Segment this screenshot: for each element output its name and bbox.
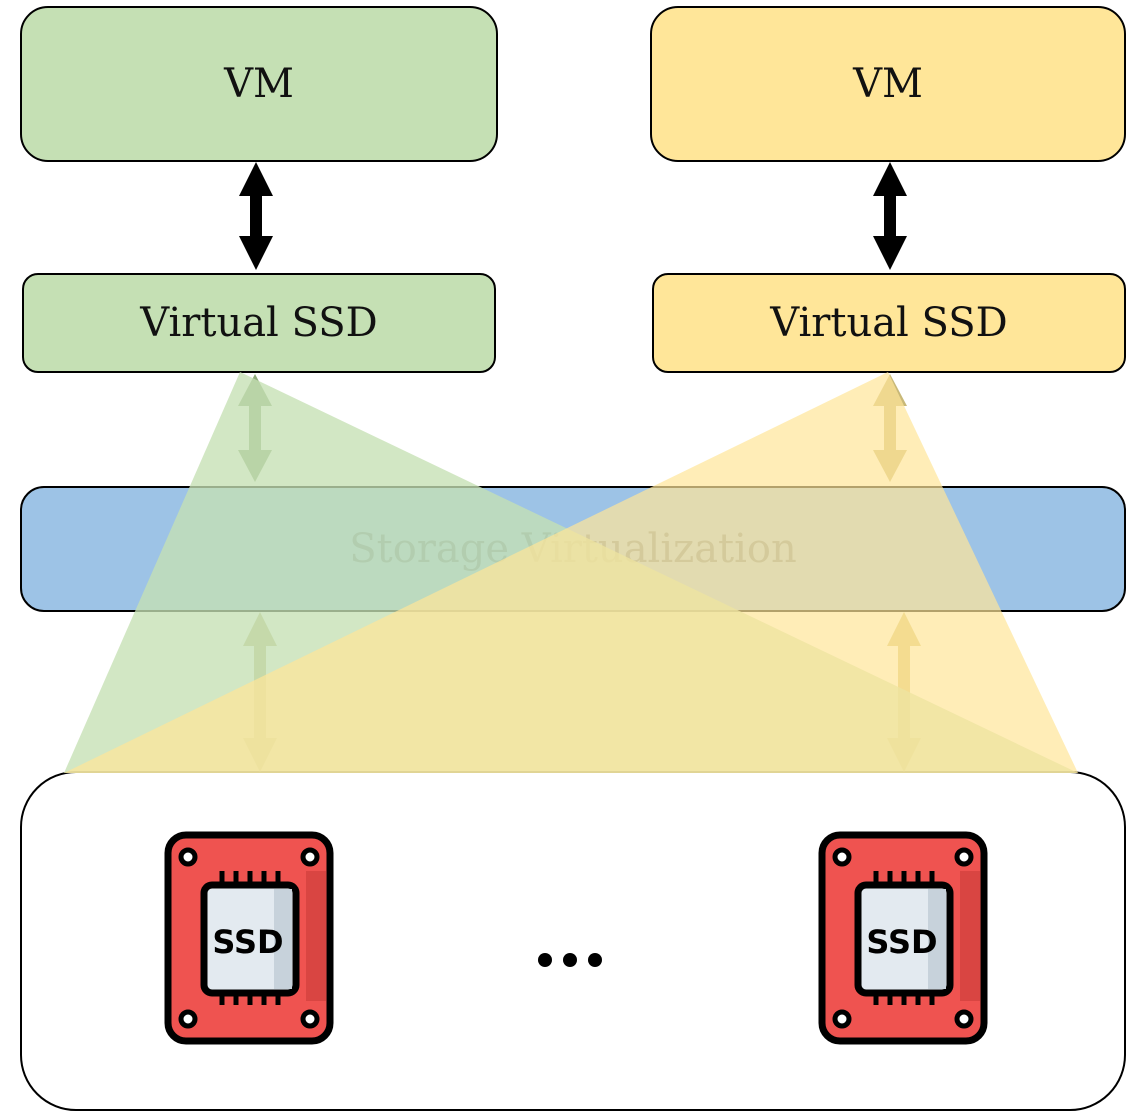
virtual-ssd-box-right: Virtual SSD (652, 273, 1126, 373)
double-arrow-icon-left-low (243, 612, 277, 772)
double-arrow-icon-right-low (887, 612, 921, 772)
vm-box-right: VM (650, 6, 1126, 162)
virtual-ssd-label-right: Virtual SSD (770, 300, 1008, 346)
double-arrow-icon-left-mid (238, 374, 272, 482)
double-arrow-icon-right-top (873, 162, 907, 270)
ssd-icon-left: SSD (164, 831, 334, 1045)
virtual-ssd-label-left: Virtual SSD (140, 300, 378, 346)
ellipsis-icon (538, 953, 602, 967)
storage-virtualization-box: Storage Virtualization (20, 486, 1126, 612)
vm-box-left: VM (20, 6, 498, 162)
double-arrow-icon-left-top (239, 162, 273, 270)
vm-label-left: VM (224, 61, 294, 107)
ssd-label-right: SSD (866, 923, 937, 961)
double-arrow-icon-right-mid (873, 374, 907, 482)
ssd-icon-right: SSD (818, 831, 988, 1045)
ssd-label-left: SSD (212, 923, 283, 961)
vm-label-right: VM (853, 61, 923, 107)
storage-virtualization-label: Storage Virtualization (349, 526, 797, 572)
virtual-ssd-box-left: Virtual SSD (22, 273, 496, 373)
